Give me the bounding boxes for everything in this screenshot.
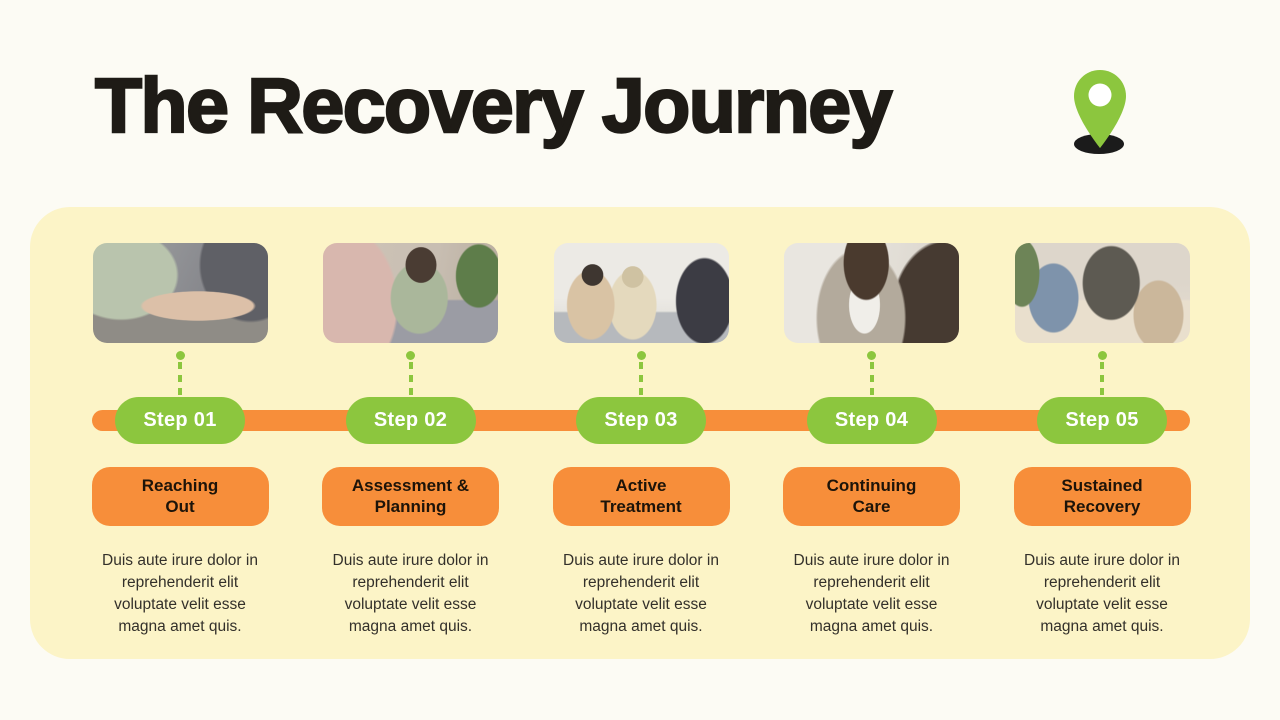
connector-dash xyxy=(869,362,874,395)
step-column-3: Step 03 Active Treatment Duis aute irure… xyxy=(537,243,745,639)
steps-row: Step 01 Reaching Out Duis aute irure dol… xyxy=(30,207,1250,639)
step-badge: Step 01 xyxy=(115,397,245,444)
connector-dash xyxy=(408,362,413,395)
step-badge-label: Step 02 xyxy=(373,409,448,431)
step-name-line: Planning xyxy=(374,496,447,516)
step-name-line: Assessment & xyxy=(351,475,470,495)
connector-dot xyxy=(1097,351,1107,360)
step-name-line: Recovery xyxy=(1063,496,1141,516)
connector-dash xyxy=(178,362,182,395)
location-pin-icon xyxy=(1070,68,1130,158)
page-title: The Recovery Journey xyxy=(94,62,894,150)
step-name-line: Care xyxy=(852,496,891,516)
step-column-5: Step 05 Sustained Recovery Duis aute iru… xyxy=(998,243,1206,639)
step-name-line: Out xyxy=(165,496,195,516)
step-name-line: Treatment xyxy=(600,496,682,516)
connector-dot xyxy=(175,351,185,360)
step-badge: Step 03 xyxy=(576,397,706,444)
step-name-line: Active xyxy=(615,475,667,495)
step-badge: Step 05 xyxy=(1037,397,1167,444)
step-name-line: Reaching xyxy=(141,475,219,495)
connector-dashed-line xyxy=(636,343,646,397)
step-description: Duis aute irure dolor in reprehenderit e… xyxy=(332,552,489,636)
connector-dashed-line xyxy=(1097,343,1107,397)
connector-dash xyxy=(639,362,643,395)
step-name-box: Reaching Out xyxy=(91,467,269,526)
connector-dashed-line xyxy=(406,343,415,397)
step-photo xyxy=(1014,243,1190,343)
step-badge-label: Step 03 xyxy=(604,409,678,431)
step-description: Duis aute irure dolor in reprehenderit e… xyxy=(563,552,719,636)
step-photo xyxy=(323,243,498,343)
connector-dashed-line xyxy=(867,343,876,397)
step-name-box: Sustained Recovery xyxy=(1013,467,1191,526)
step-column-1: Step 01 Reaching Out Duis aute irure dol… xyxy=(76,243,284,639)
step-name-line: Continuing xyxy=(826,475,917,495)
connector-dot xyxy=(406,351,415,360)
step-description: Duis aute irure dolor in reprehenderit e… xyxy=(1024,552,1180,636)
connector-dot xyxy=(867,351,876,360)
step-badge: Step 02 xyxy=(345,397,476,444)
timeline-panel: Step 01 Reaching Out Duis aute irure dol… xyxy=(30,207,1250,659)
step-badge: Step 04 xyxy=(806,397,937,444)
connector-dot xyxy=(636,351,646,360)
step-photo xyxy=(553,243,729,343)
connector-dash xyxy=(1100,362,1104,395)
step-column-2: Step 02 Assessment & Planning Duis aute … xyxy=(307,243,515,639)
step-description: Duis aute irure dolor in reprehenderit e… xyxy=(793,552,950,636)
step-name-line: Sustained xyxy=(1061,475,1143,495)
step-badge-label: Step 04 xyxy=(834,409,909,431)
step-photo xyxy=(784,243,959,343)
step-column-4: Step 04 Continuing Care Duis aute irure … xyxy=(768,243,976,639)
step-badge-label: Step 01 xyxy=(143,409,217,431)
step-badge-label: Step 05 xyxy=(1065,409,1139,431)
step-description: Duis aute irure dolor in reprehenderit e… xyxy=(102,552,258,636)
step-name-box: Active Treatment xyxy=(552,467,730,526)
connector-dashed-line xyxy=(175,343,185,397)
step-photo xyxy=(92,243,268,343)
step-name-box: Continuing Care xyxy=(783,467,960,526)
step-name-box: Assessment & Planning xyxy=(322,467,499,526)
